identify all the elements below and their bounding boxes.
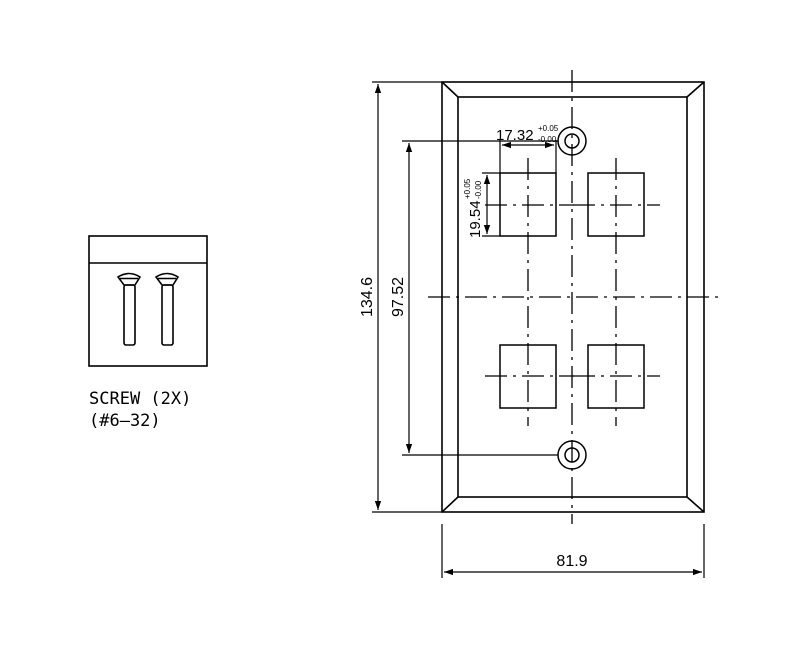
- dim-cutout-height-tol-plus: +0.05: [463, 178, 472, 199]
- screw-detail-frame: [88, 235, 208, 367]
- dim-overall-width: [441, 524, 705, 578]
- center-lines: [428, 70, 718, 524]
- screw-icon: [116, 272, 142, 346]
- screw-icon: [154, 272, 180, 346]
- dim-overall-height: [372, 81, 442, 513]
- dim-overall-height-value: 134.6: [359, 277, 376, 317]
- dim-cutout-height-value: 19.54: [467, 200, 484, 238]
- screw-note-line1: SCREW (2X): [89, 389, 191, 409]
- dim-hole-spacing-value: 97.52: [390, 277, 407, 317]
- dim-cutout-width: [499, 140, 557, 173]
- dim-cutout-width-value: 17.32: [496, 127, 534, 144]
- screw-note-line2: (#6–32): [89, 411, 161, 431]
- dim-cutout-width-tol-plus: +0.05: [538, 124, 559, 133]
- dim-cutout-height-tol-minus: -0.00: [474, 180, 483, 199]
- dim-cutout-height: [482, 172, 500, 237]
- dim-cutout-width-tol-minus: -0.00: [538, 135, 557, 144]
- dim-overall-width-value: 81.9: [556, 553, 587, 570]
- screw-detail: [88, 235, 208, 367]
- dim-hole-spacing: [402, 140, 558, 456]
